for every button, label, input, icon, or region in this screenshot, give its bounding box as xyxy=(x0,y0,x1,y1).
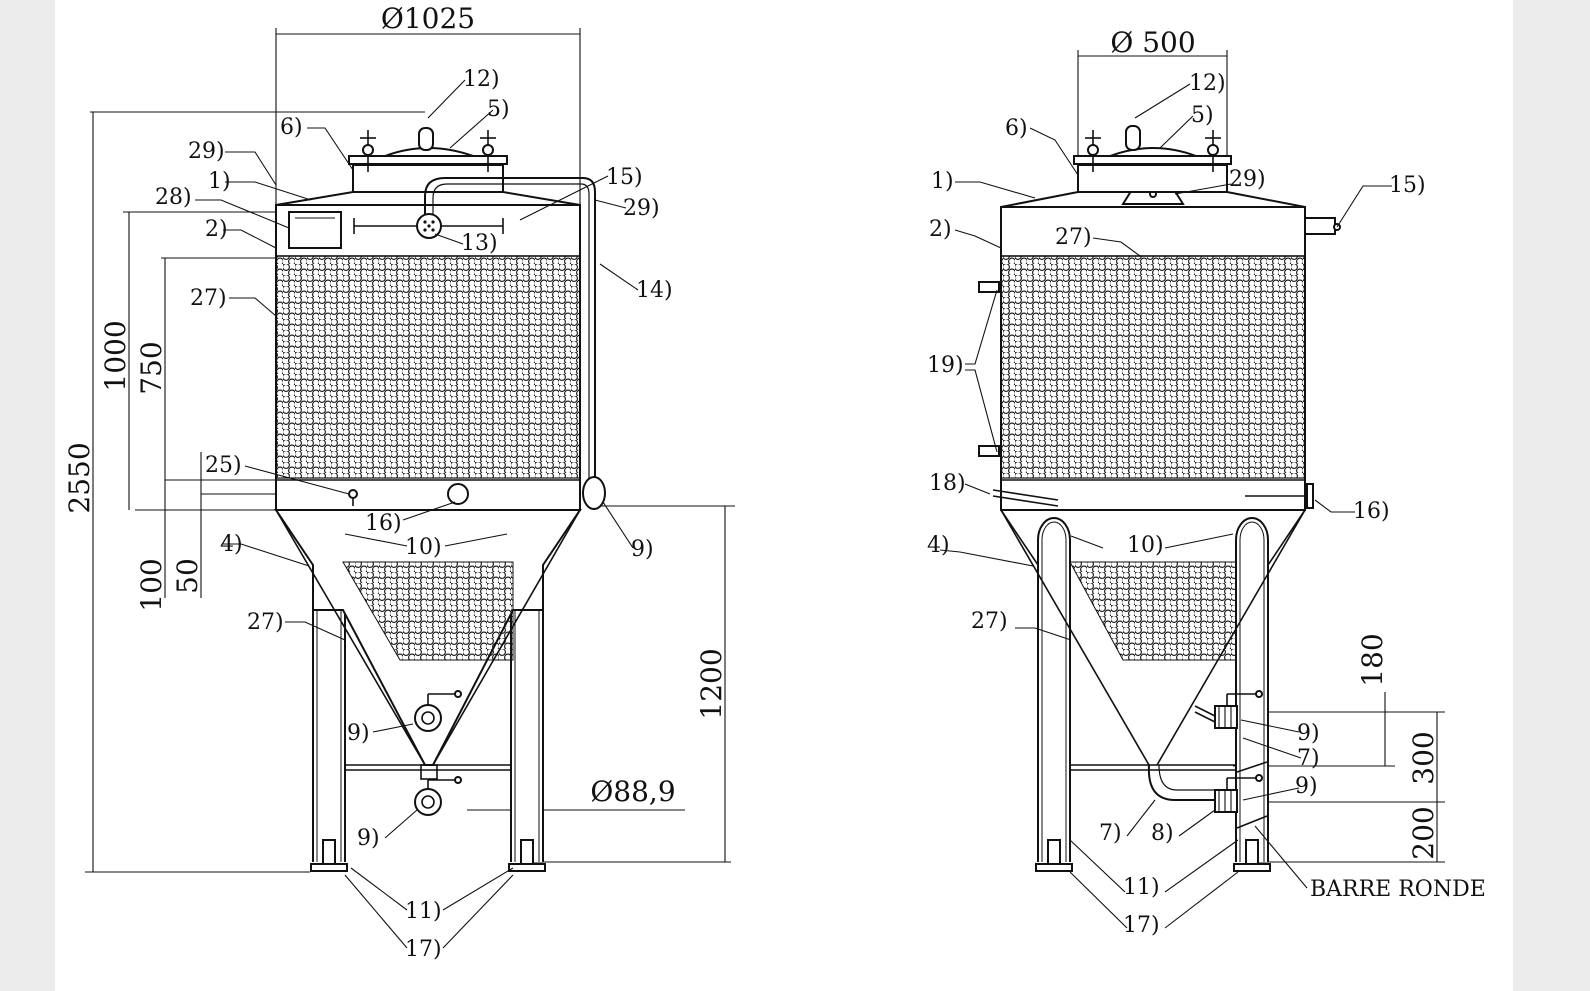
right-label-29: 29) xyxy=(1229,167,1266,192)
right-label-16: 16) xyxy=(1353,499,1390,524)
thermometer xyxy=(447,483,469,505)
left-label-4: 4) xyxy=(220,532,243,557)
left-label-9b: 9) xyxy=(347,721,370,746)
total-height-dimension: 2550 xyxy=(63,442,96,513)
left-label-28: 28) xyxy=(155,185,192,210)
left-label-15: 15) xyxy=(606,165,643,190)
right-label-10: 10) xyxy=(1127,533,1164,558)
left-label-16: 16) xyxy=(365,511,402,536)
right-label-7b: 7) xyxy=(1099,821,1122,846)
left-label-5: 5) xyxy=(487,97,510,122)
right-label-11: 11) xyxy=(1123,875,1160,900)
right-label-12: 12) xyxy=(1189,71,1226,96)
right-label-19: 19) xyxy=(927,353,964,378)
left-valves xyxy=(414,690,462,816)
fermenter-tank-drawing: Ø1025 2550 1000 750 100 50 1200 Ø88,9 12… xyxy=(63,2,1486,962)
right-diameter-dimension: Ø 500 xyxy=(1110,26,1195,59)
name-plate xyxy=(288,211,342,249)
right-label-5: 5) xyxy=(1191,103,1214,128)
technical-drawing-page: Ø1025 2550 1000 750 100 50 1200 Ø88,9 12… xyxy=(55,0,1513,991)
dimension-200: 200 xyxy=(1407,806,1440,859)
left-label-27a: 27) xyxy=(190,286,227,311)
right-label-8: 8) xyxy=(1151,821,1174,846)
leg-diameter-dimension: Ø88,9 xyxy=(590,775,675,808)
left-diameter-dimension: Ø1025 xyxy=(381,2,475,35)
right-view: Ø 500 180 300 200 12) 5) 6) 1) 29) 15) 2… xyxy=(927,26,1486,938)
height-100-dimension: 100 xyxy=(135,558,168,611)
right-label-9a: 9) xyxy=(1297,721,1320,746)
right-fittings xyxy=(978,217,1341,829)
right-label-27b: 27) xyxy=(971,609,1008,634)
left-label-14: 14) xyxy=(636,278,673,303)
right-label-15: 15) xyxy=(1389,173,1426,198)
left-label-17: 17) xyxy=(405,937,442,962)
left-label-11: 11) xyxy=(405,899,442,924)
right-label-9b: 9) xyxy=(1295,774,1318,799)
left-label-29a: 29) xyxy=(188,139,225,164)
left-dimension-lines xyxy=(85,28,735,873)
left-cone xyxy=(274,509,582,780)
right-leaders xyxy=(939,83,1392,929)
right-label-27a: 27) xyxy=(1055,225,1092,250)
left-label-10: 10) xyxy=(405,535,442,560)
left-view: Ø1025 2550 1000 750 100 50 1200 Ø88,9 12… xyxy=(63,2,735,962)
right-cylinder xyxy=(1000,206,1306,511)
left-label-2: 2) xyxy=(205,217,228,242)
left-label-29b: 29) xyxy=(623,196,660,221)
right-label-17: 17) xyxy=(1123,913,1160,938)
left-leaders xyxy=(195,79,639,949)
left-cylinder xyxy=(275,204,581,511)
left-label-25: 25) xyxy=(205,453,242,478)
dimension-300: 300 xyxy=(1407,731,1440,784)
right-label-6: 6) xyxy=(1005,116,1028,141)
barre-ronde-note: BARRE RONDE xyxy=(1310,877,1486,902)
right-label-18: 18) xyxy=(929,471,966,496)
left-label-1: 1) xyxy=(208,169,231,194)
height-1000-dimension: 1000 xyxy=(99,320,132,391)
right-lid xyxy=(1000,125,1306,208)
right-label-4: 4) xyxy=(927,533,950,558)
right-label-2: 2) xyxy=(929,217,952,242)
left-label-9c: 9) xyxy=(357,826,380,851)
left-label-6: 6) xyxy=(280,115,303,140)
left-label-27b: 27) xyxy=(247,610,284,635)
left-label-12: 12) xyxy=(463,67,500,92)
right-dimension-lines xyxy=(1077,50,1445,863)
height-750-dimension: 750 xyxy=(135,341,168,394)
right-label-1: 1) xyxy=(931,169,954,194)
left-label-9a: 9) xyxy=(631,537,654,562)
right-cone xyxy=(1000,509,1306,801)
right-label-7a: 7) xyxy=(1297,746,1320,771)
left-lid xyxy=(275,127,581,206)
height-50-dimension: 50 xyxy=(171,558,204,594)
leg-height-dimension: 1200 xyxy=(695,648,728,719)
left-label-13: 13) xyxy=(461,231,498,256)
dimension-180: 180 xyxy=(1356,633,1389,686)
